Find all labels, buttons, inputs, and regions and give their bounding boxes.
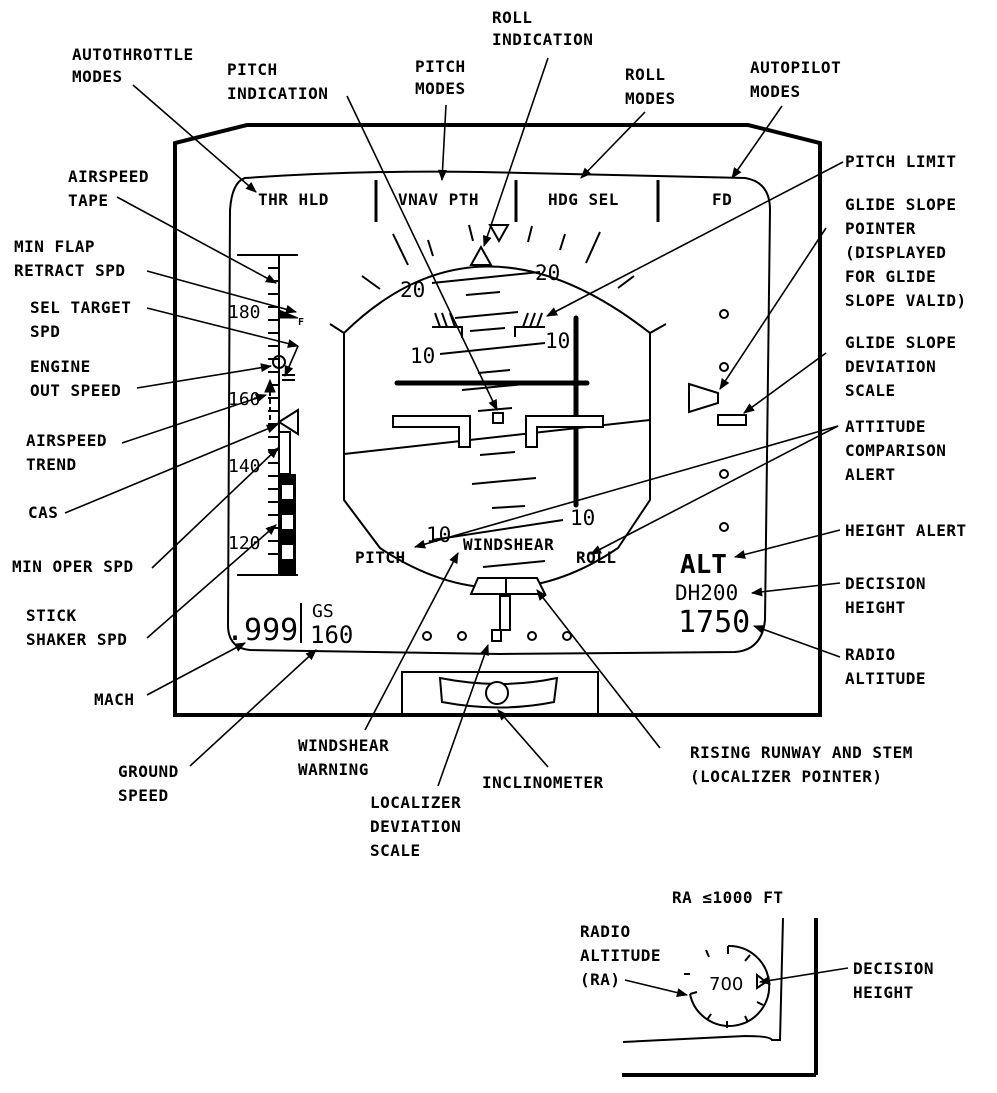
- roll-mode: HDG SEL: [548, 190, 619, 209]
- stick-shaker-barber-pole: [279, 474, 296, 575]
- pitch-label-20-left: 20: [400, 278, 425, 302]
- ra-inset: RA ≤1000 FT 700: [622, 888, 818, 1077]
- glide-slope-deviation-scale: [688, 309, 747, 532]
- engine-out-speed-marker: [272, 355, 286, 369]
- roll-pointer: [469, 244, 493, 266]
- pitch-label-10-right: 10: [545, 329, 570, 353]
- callout-inclinometer: INCLINOMETER: [482, 773, 604, 792]
- ground-speed-label: GS: [312, 601, 334, 622]
- roll-scale: [329, 224, 667, 334]
- pitch-label-10-left: 10: [410, 344, 435, 368]
- rising-runway: [469, 577, 547, 631]
- horizon-line: [343, 419, 651, 455]
- cas-pointer: [277, 408, 299, 436]
- glide-slope-pointer: [688, 382, 719, 414]
- callout-cas: CAS: [28, 503, 58, 522]
- pitch-label-20-right: 20: [535, 261, 560, 285]
- tape-label-120: 120: [228, 533, 261, 554]
- attitude-indicator: [329, 224, 667, 589]
- airplane-symbol: [392, 412, 604, 448]
- roll-comparison-alert: ROLL: [576, 548, 617, 567]
- pitch-scale-labels: 20 20 10 10 10 10: [400, 261, 595, 547]
- alert-annunciations: PITCH WINDSHEAR ROLL: [355, 535, 617, 567]
- sel-target-speed-bug: [282, 374, 295, 381]
- decision-height-readout: DH200: [675, 581, 738, 605]
- callout-min-oper-spd: MIN OPER SPD: [12, 557, 134, 576]
- callout-pitch-limit: PITCH LIMIT: [845, 152, 956, 171]
- autothrottle-mode: THR HLD: [258, 190, 329, 209]
- callout-rising-runway: RISING RUNWAY AND STEM(LOCALIZER POINTER…: [690, 743, 913, 786]
- mach-readout: .999: [226, 613, 298, 648]
- callout-height-alert: HEIGHT ALERT: [845, 521, 967, 540]
- display-bezel: [173, 123, 822, 717]
- altitude-readouts: ALT DH200 1750: [675, 550, 750, 640]
- callout-leaders: [64, 57, 849, 997]
- pitch-label-minus10-right: 10: [570, 506, 595, 530]
- height-alert-readout: ALT: [680, 550, 727, 580]
- ground-speed-readout: 160: [310, 621, 353, 649]
- callout-mach: MACH: [94, 690, 135, 709]
- localizer-deviation-scale: [422, 629, 572, 642]
- min-flap-retract-bug: [278, 309, 299, 319]
- inclinometer: [401, 671, 599, 715]
- sky-pointer: [488, 224, 510, 244]
- radio-altitude-readout: 1750: [678, 605, 750, 640]
- tape-label-180: 180: [228, 302, 261, 323]
- pitch-limit-indicator: [432, 312, 545, 338]
- windshear-alert: WINDSHEAR: [463, 535, 554, 554]
- flight-mode-annunciator: THR HLD VNAV PTH HDG SEL FD: [258, 180, 732, 222]
- pitch-mode: VNAV PTH: [398, 190, 479, 209]
- flap-marker-label: F: [298, 317, 304, 328]
- autopilot-mode: FD: [712, 190, 732, 209]
- inset-ra-value: 700: [709, 974, 743, 995]
- pitch-comparison-alert: PITCH: [355, 548, 406, 567]
- tape-label-140: 140: [228, 456, 261, 477]
- inset-title: RA ≤1000 FT: [672, 888, 783, 907]
- speed-readouts: .999 GS 160: [226, 601, 353, 649]
- min-oper-speed-bar: [278, 431, 291, 475]
